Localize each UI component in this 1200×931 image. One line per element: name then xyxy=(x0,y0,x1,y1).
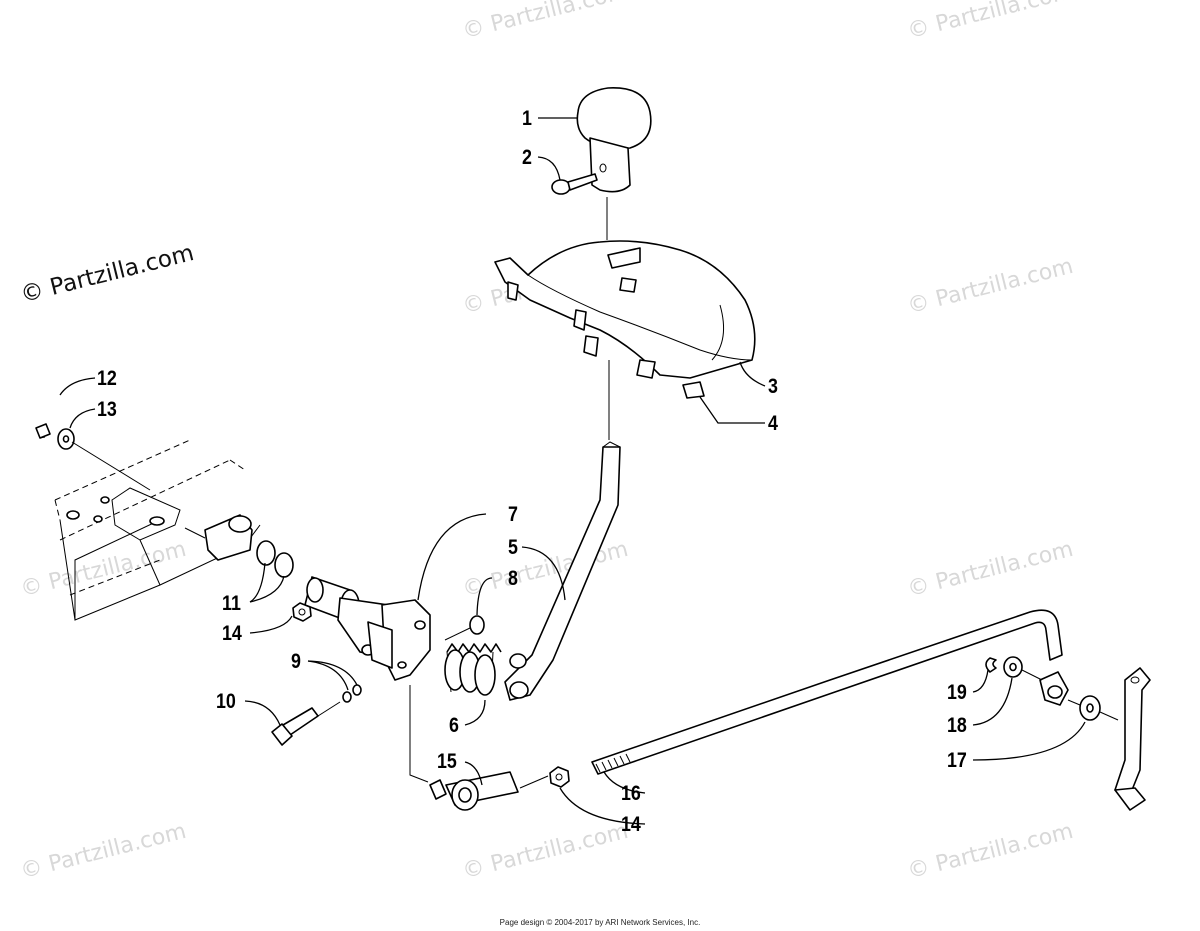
nut-14-right xyxy=(549,766,570,788)
callout-14: 14 xyxy=(222,622,242,645)
bolt-12 xyxy=(35,423,51,439)
callout-6: 6 xyxy=(449,714,459,737)
shift-arm xyxy=(1114,667,1151,811)
washer-18 xyxy=(1003,656,1023,678)
callout-5: 5 xyxy=(508,536,518,559)
shift-boot-3 xyxy=(494,240,756,379)
callout-1: 1 xyxy=(522,107,532,130)
callout-8: 8 xyxy=(508,567,518,590)
nut-14 xyxy=(292,602,312,622)
shift-lever-5 xyxy=(504,441,621,701)
callout-15: 15 xyxy=(437,750,457,773)
callout-9: 9 xyxy=(291,650,301,673)
callout-17: 17 xyxy=(947,749,967,772)
shift-rod-16 xyxy=(591,609,1069,775)
callout-11: 11 xyxy=(222,592,241,615)
callout-18: 18 xyxy=(947,714,967,737)
washer-9 xyxy=(342,684,362,703)
callout-16: 16 xyxy=(621,782,641,805)
callout-3: 3 xyxy=(768,375,778,398)
callout-19: 19 xyxy=(947,681,967,704)
footer-credit: Page design © 2004-2017 by ARI Network S… xyxy=(499,918,701,927)
washer-17 xyxy=(1079,695,1101,721)
shift-shaft xyxy=(304,576,431,681)
callout-13: 13 xyxy=(97,398,117,421)
clip-4 xyxy=(682,381,705,399)
screw-2 xyxy=(551,173,598,195)
clip-19 xyxy=(985,657,997,673)
washer-8 xyxy=(444,615,485,641)
callout-10: 10 xyxy=(216,690,236,713)
callout-7: 7 xyxy=(508,503,518,526)
spring-6 xyxy=(444,643,502,696)
washer-13 xyxy=(57,428,75,450)
frame-bracket xyxy=(54,439,261,621)
ball-joint-15 xyxy=(429,771,519,811)
callout-4: 4 xyxy=(768,412,778,435)
o-ring-11 xyxy=(256,540,294,578)
callout-2: 2 xyxy=(522,146,532,169)
callout-14-right: 14 xyxy=(621,813,641,836)
bolt-10 xyxy=(271,701,341,746)
callout-12: 12 xyxy=(97,367,117,390)
shift-knob-1 xyxy=(576,87,652,193)
